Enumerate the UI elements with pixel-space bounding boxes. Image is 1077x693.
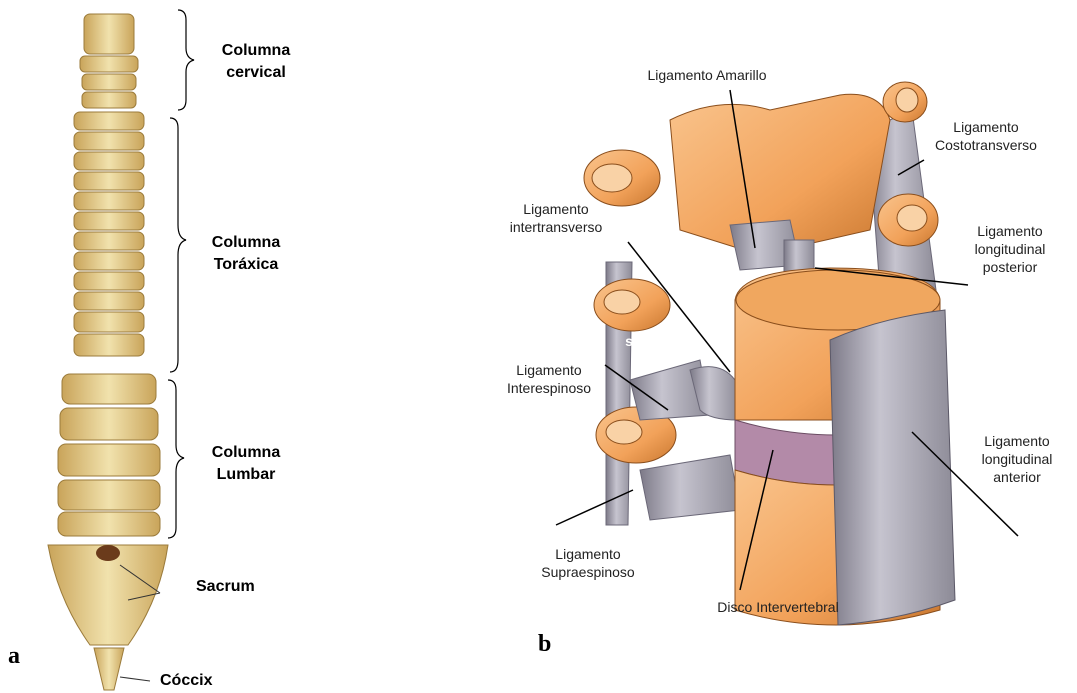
label-columna-cervical: Columna cervical <box>196 40 316 84</box>
label-ligamento-costotransverso: Ligamento Costotransverso <box>916 118 1056 154</box>
label-disco-intervertebral: Disco Intervertebral <box>678 598 878 616</box>
panel-letter-b: b <box>538 631 551 658</box>
label-columna-lumbar: Columna Lumbar <box>186 442 306 486</box>
label-sacrum: Sacrum <box>196 576 296 598</box>
label-ligamento-interespinoso: Ligamento Interespinoso <box>484 361 614 397</box>
label-columna-toraxica: Columna Toráxica <box>186 232 306 276</box>
label-ligamento-longitudinal-posterior: Ligamento longitudinal posterior <box>950 222 1070 276</box>
label-coccix: Cóccix <box>160 670 260 692</box>
label-ligamento-longitudinal-anterior: Ligamento longitudinal anterior <box>962 432 1072 486</box>
vertebral-segment-illustration <box>584 82 955 625</box>
panel-letter-a: a <box>8 643 20 670</box>
label-ligamento-supraespinoso: Ligamento Supraespinoso <box>518 545 658 581</box>
stray-mark: s <box>622 332 636 350</box>
label-ligamento-intertransverso: Ligamento intertransverso <box>486 200 626 236</box>
spine-column-illustration <box>48 14 168 690</box>
label-ligamento-amarillo: Ligamento Amarillo <box>612 66 802 84</box>
